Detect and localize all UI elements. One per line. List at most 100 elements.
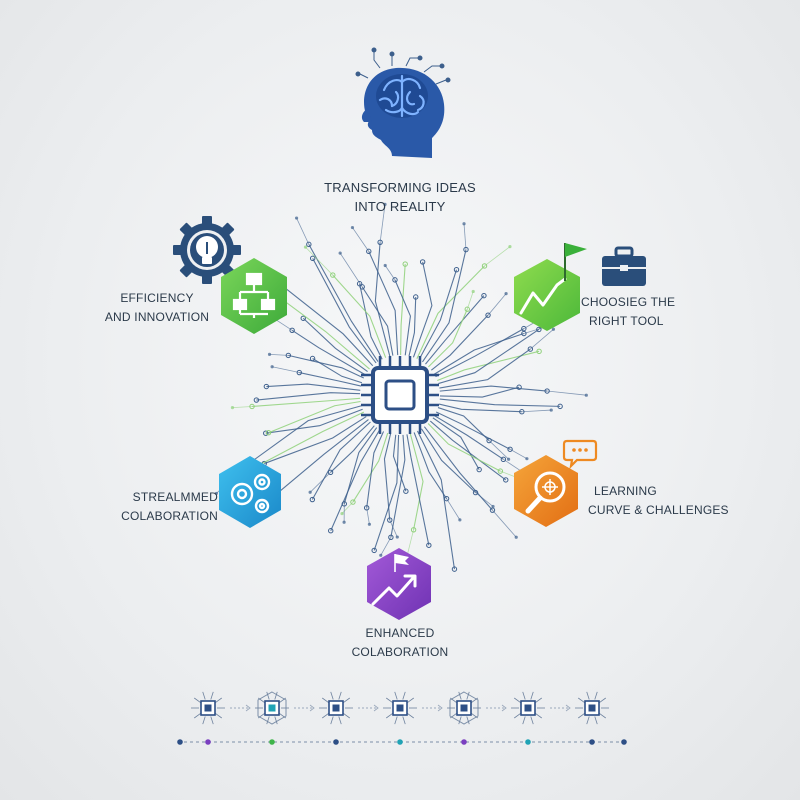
circuit-trace bbox=[305, 246, 334, 276]
circuit-trace bbox=[437, 407, 490, 441]
circuit-trace bbox=[427, 423, 501, 472]
circuit-node bbox=[471, 289, 475, 294]
circuit-trace bbox=[492, 509, 517, 538]
circuit-trace bbox=[437, 350, 540, 381]
circuit-trace bbox=[383, 433, 392, 521]
streamlined-label: STREALMMED COLABORATION bbox=[100, 488, 218, 526]
efficiency-line-1: EFFICIENCY bbox=[120, 291, 194, 305]
circuit-trace bbox=[446, 498, 461, 521]
timeline-dot bbox=[589, 739, 595, 745]
enhanced-label: ENHANCED COLABORATION bbox=[320, 624, 480, 662]
circuit-trace bbox=[246, 405, 362, 466]
circuit-node bbox=[289, 327, 295, 334]
circuit-trace bbox=[251, 411, 365, 470]
circuit-trace bbox=[409, 433, 424, 530]
circuit-trace bbox=[433, 333, 525, 375]
circuit-node bbox=[328, 528, 334, 534]
circuit-trace bbox=[232, 406, 253, 409]
circuit-node bbox=[584, 393, 588, 397]
circuit-trace bbox=[389, 519, 398, 538]
circuit-trace bbox=[359, 283, 383, 360]
circuit-trace bbox=[466, 291, 474, 310]
process-step-icon bbox=[575, 691, 609, 725]
choosing-line-1: CHOOSIEG THE bbox=[581, 295, 676, 309]
circuit-node bbox=[525, 457, 529, 461]
circuit-node bbox=[330, 272, 336, 278]
circuit-trace bbox=[428, 309, 468, 368]
circuit-node bbox=[481, 263, 488, 269]
circuit-trace bbox=[299, 371, 362, 387]
circuit-node bbox=[253, 397, 260, 403]
circuit-node bbox=[309, 255, 316, 262]
briefcase-icon bbox=[602, 246, 646, 286]
chat-bubble-icon bbox=[562, 439, 598, 470]
circuit-trace bbox=[416, 430, 456, 570]
circuit-node bbox=[309, 496, 316, 503]
circuit-node bbox=[536, 326, 542, 333]
enhanced-hexagon bbox=[367, 548, 431, 620]
title-line-1: TRANSFORMING IDEAS bbox=[324, 180, 476, 195]
circuit-node bbox=[265, 430, 272, 436]
circuit-node bbox=[557, 403, 563, 410]
circuit-trace bbox=[439, 386, 520, 398]
timeline-dot bbox=[269, 739, 275, 745]
circuit-node bbox=[350, 499, 356, 505]
circuit-node bbox=[503, 477, 509, 483]
circuit-trace bbox=[488, 440, 509, 460]
circuit-trace bbox=[390, 434, 406, 538]
flag-icon bbox=[564, 243, 587, 281]
timeline-dot bbox=[397, 739, 403, 745]
circuit-trace bbox=[266, 383, 361, 391]
efficiency-label: EFFICIENCY AND INNOVATION bbox=[92, 289, 222, 327]
circuit-node bbox=[342, 520, 346, 524]
circuit-node bbox=[506, 457, 511, 461]
learning-line-1: LEARNING bbox=[594, 484, 657, 498]
circuit-node bbox=[327, 469, 334, 476]
circuit-node bbox=[536, 348, 542, 355]
circuit-node bbox=[392, 277, 398, 283]
circuit-trace bbox=[432, 417, 480, 470]
circuit-node bbox=[306, 241, 312, 248]
circuit-trace bbox=[352, 432, 389, 503]
circuit-node bbox=[367, 522, 372, 526]
circuit-trace bbox=[439, 398, 561, 407]
circuit-node bbox=[300, 315, 306, 321]
circuit-trace bbox=[475, 492, 494, 507]
circuit-trace bbox=[339, 252, 363, 288]
circuit-trace bbox=[413, 432, 448, 499]
streamlined-hexagon bbox=[219, 456, 281, 528]
circuit-node bbox=[516, 384, 522, 390]
circuit-node bbox=[270, 365, 274, 369]
circuit-node bbox=[388, 534, 394, 541]
circuit-trace bbox=[341, 501, 354, 514]
circuit-node bbox=[395, 535, 399, 539]
circuit-trace bbox=[265, 408, 363, 434]
learning-hexagon bbox=[514, 455, 578, 527]
streamlined-line-1: STREALMMED bbox=[132, 490, 218, 504]
circuit-node bbox=[410, 527, 417, 533]
circuit-trace bbox=[312, 258, 377, 364]
circuit-trace bbox=[547, 390, 587, 396]
efficiency-hexagon bbox=[221, 258, 287, 334]
circuit-node bbox=[263, 430, 269, 436]
circuit-trace bbox=[408, 296, 417, 357]
efficiency-line-2: AND INNOVATION bbox=[104, 310, 210, 324]
circuit-node bbox=[497, 468, 504, 474]
circuit-node bbox=[263, 383, 270, 390]
streamlined-line-2: COLABORATION bbox=[121, 509, 218, 523]
circuit-node bbox=[451, 566, 458, 572]
circuit-node bbox=[214, 491, 218, 496]
circuit-trace bbox=[308, 244, 379, 362]
circuit-trace bbox=[296, 217, 310, 245]
circuit-trace bbox=[429, 420, 507, 481]
circuit-node bbox=[338, 251, 342, 255]
circuit-trace bbox=[422, 249, 467, 363]
circuit-node bbox=[489, 507, 496, 513]
circuit-trace bbox=[366, 431, 385, 508]
timeline-dot bbox=[333, 739, 339, 745]
circuit-trace bbox=[416, 265, 485, 359]
timeline-dot bbox=[461, 739, 467, 745]
circuit-node bbox=[551, 327, 556, 331]
circuit-trace bbox=[392, 434, 407, 492]
circuit-node bbox=[476, 466, 482, 473]
